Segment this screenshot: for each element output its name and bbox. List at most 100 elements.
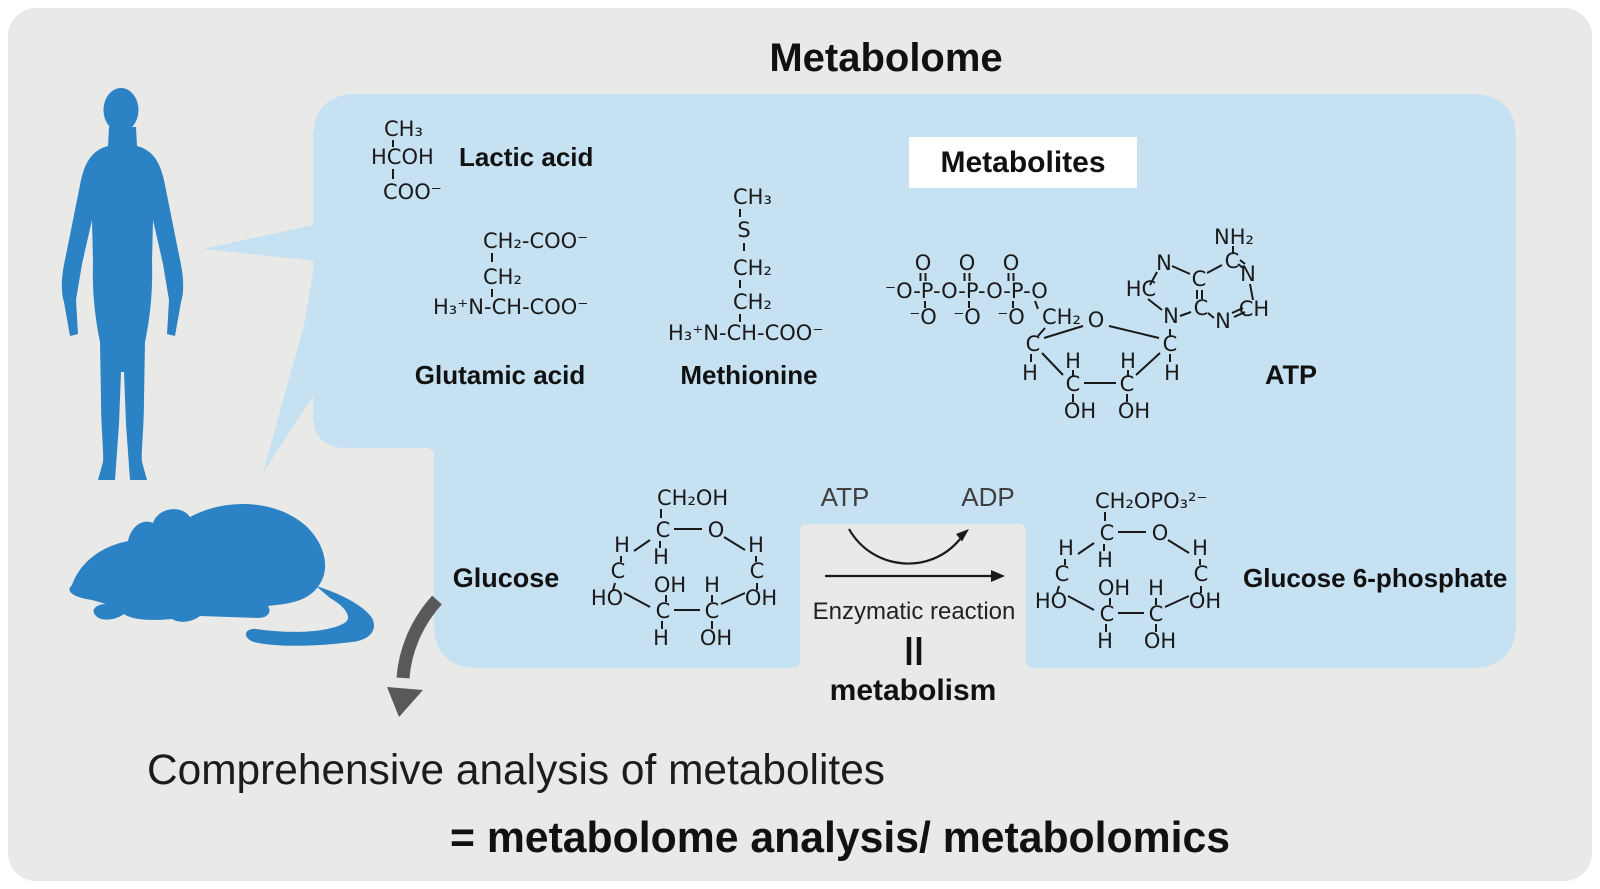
atp-phosphate-bonds <box>919 273 1046 337</box>
glutamic-row2: CH₂ <box>483 265 522 289</box>
ring-h-mid: H <box>704 573 720 597</box>
enzymatic-reaction-label: Enzymatic reaction <box>813 598 1016 625</box>
metabolism-label: metabolism <box>830 674 997 707</box>
reaction-adp-label: ADP <box>961 482 1014 512</box>
adenine-n3: N <box>1215 309 1231 333</box>
ribose-h-inner-right: H <box>1120 349 1136 373</box>
methionine-structure: CH₃ S CH₂ CH₂ H₃⁺N-CH-COO⁻ Methionine <box>668 185 823 390</box>
conclusion-text: Comprehensive analysis of metabolites = … <box>147 746 1230 862</box>
ring-bonds <box>612 509 758 629</box>
glucose-ring: C O H C HO H OH H C C H OH H C OH <box>591 509 777 650</box>
atp-o-bottom-2: ⁻O <box>953 305 981 329</box>
methionine-s: S <box>737 218 750 242</box>
atp-label: ATP <box>1265 360 1317 390</box>
adenine-c4: C <box>1194 296 1209 320</box>
methionine-bonds <box>739 209 745 322</box>
ring-c-right: C <box>750 559 765 583</box>
mouse-body <box>69 503 326 622</box>
bubble-tail-to-mouse <box>263 262 315 473</box>
methionine-ch2b: CH₂ <box>733 290 772 314</box>
ribose-bonds <box>1030 325 1171 402</box>
ring-h-left: H <box>614 533 630 557</box>
conclusion-line2: = metabolome analysis/ metabolomics <box>450 813 1230 862</box>
ribose-h-inner-left: H <box>1065 349 1081 373</box>
glucose-top-group: CH₂OH <box>657 486 728 510</box>
mouse-tail <box>245 586 374 646</box>
human-body <box>61 127 184 480</box>
adenine-n1: N <box>1240 262 1256 286</box>
lactic-hcoh: HCOH <box>371 145 434 169</box>
adenine-n7: N <box>1156 251 1172 275</box>
atp-o-top-3: O <box>1003 251 1020 275</box>
lactic-acid-structure: CH₃ HCOH COO⁻ Lactic acid <box>371 117 593 204</box>
speech-bubble-panel <box>203 94 1516 668</box>
atp-adenine-ring: NH₂ C N CH N C C N HC N <box>1126 225 1269 333</box>
human-head <box>103 88 139 132</box>
panel-shape <box>313 94 1516 668</box>
reaction-arrows <box>825 528 1005 582</box>
ring-c-bottom-left: C <box>656 599 671 623</box>
reaction-arrowhead-right <box>991 570 1005 582</box>
atp-ribose-ring: O C C H H H H C C OH OH <box>1022 308 1180 423</box>
adenine-n9: N <box>1163 304 1179 328</box>
lactic-coo: COO⁻ <box>383 180 442 204</box>
mouse-silhouette <box>69 503 374 646</box>
glucose-label: Glucose <box>453 563 560 593</box>
atp-ch2: CH₂ <box>1042 305 1081 329</box>
ring-ho-left: HO <box>591 586 623 610</box>
ring-h-right: H <box>748 533 764 557</box>
conclusion-line1: Comprehensive analysis of metabolites <box>147 746 885 794</box>
human-silhouette <box>61 88 184 480</box>
adenine-c2: CH <box>1239 297 1269 321</box>
adenine-nh2: NH₂ <box>1214 225 1254 249</box>
enzymatic-reaction-block: ATP ADP Enzymatic reaction metabolism <box>813 482 1016 707</box>
reaction-atp-label: ATP <box>821 482 870 512</box>
ribose-o: O <box>1088 308 1105 332</box>
adenine-bonds <box>1147 246 1254 319</box>
ribose-c-left: C <box>1026 332 1041 356</box>
atp-o-bottom-1: ⁻O <box>909 305 937 329</box>
atp-o-top-2: O <box>959 251 976 275</box>
lactic-acid-label: Lactic acid <box>459 142 593 172</box>
methionine-ch3: CH₃ <box>733 185 772 209</box>
adenine-c6: C <box>1225 249 1240 273</box>
ring-o: O <box>708 518 725 542</box>
methionine-row5: H₃⁺N-CH-COO⁻ <box>668 321 823 345</box>
methionine-label: Methionine <box>680 360 817 390</box>
g6p-top-group: CH₂OPO₃²⁻ <box>1095 489 1208 513</box>
page-title: Metabolome <box>769 36 1002 80</box>
ribose-c-bottom-left: C <box>1066 372 1081 396</box>
atp-structure: ⁻O-P-O-P-O-P-O O O O ⁻O ⁻O ⁻O CH₂ O C <box>885 225 1317 423</box>
equals-rotated-icon <box>906 637 922 665</box>
ribose-oh-left: OH <box>1064 399 1096 423</box>
ring-h-under-top: H <box>653 545 669 569</box>
methionine-ch2a: CH₂ <box>733 256 772 280</box>
conclusion-arrowhead <box>387 687 423 717</box>
glutamic-row1: CH₂-COO⁻ <box>483 229 588 253</box>
ribose-c-right: C <box>1163 332 1178 356</box>
ribose-h-outer-right: H <box>1164 361 1180 385</box>
atp-o-top-1: O <box>915 251 932 275</box>
ring-c-top: C <box>656 518 671 542</box>
lactic-ch3: CH₃ <box>384 117 423 141</box>
bubble-tail-to-human <box>203 224 318 261</box>
ring-c-left: C <box>611 559 626 583</box>
reaction-arrowhead-adp <box>956 529 969 542</box>
glutamic-acid-label: Glutamic acid <box>415 360 586 390</box>
atp-phosphate-chain: ⁻O-P-O-P-O-P-O <box>885 279 1048 303</box>
ribose-oh-right: OH <box>1118 399 1150 423</box>
glutamic-acid-structure: CH₂-COO⁻ CH₂ H₃⁺N-CH-COO⁻ Glutamic acid <box>415 229 589 390</box>
metabolites-box <box>909 137 1137 188</box>
conclusion-arrow <box>387 595 442 717</box>
ring-oh-mid: OH <box>654 573 686 597</box>
metabolites-box-label: Metabolites <box>940 146 1105 179</box>
ring-oh-bottom: OH <box>700 626 732 650</box>
glutamic-row3: H₃⁺N-CH-COO⁻ <box>433 295 588 319</box>
atp-o-bottom-3: ⁻O <box>997 305 1025 329</box>
conclusion-arrow-shaft <box>396 595 442 679</box>
ribose-h-outer-left: H <box>1022 361 1038 385</box>
ring-oh-right: OH <box>745 586 777 610</box>
ring-c-bottom-right: C <box>705 599 720 623</box>
